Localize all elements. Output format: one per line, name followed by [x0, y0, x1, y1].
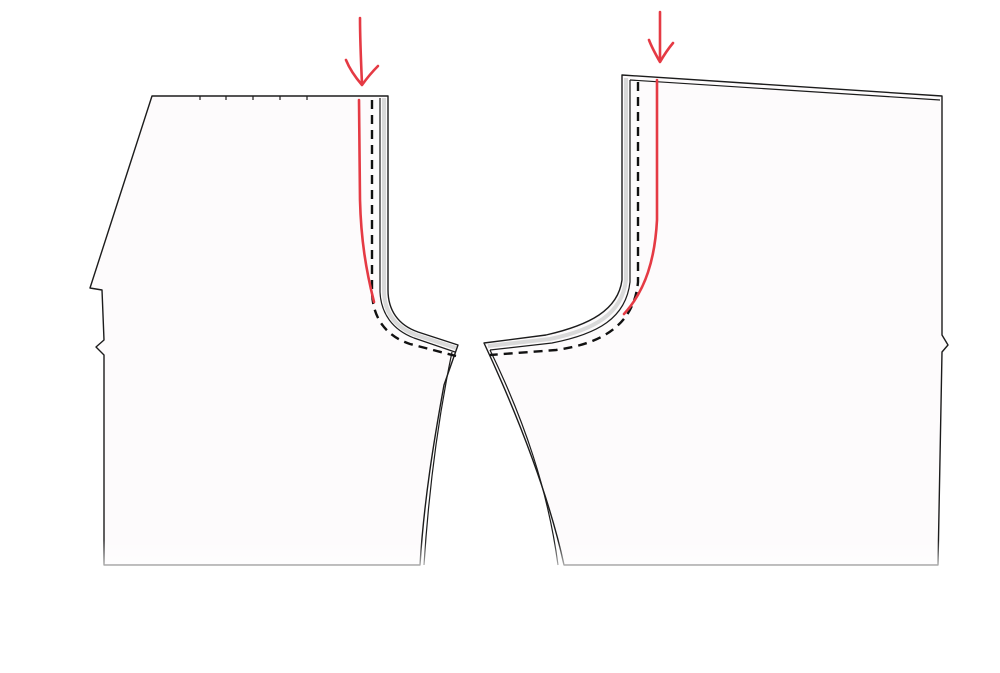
- front-red-marker-line: [357, 98, 376, 304]
- back-arrow-icon: [647, 10, 675, 64]
- back-seam-line-inner: [489, 80, 631, 351]
- bottom-blank: [0, 575, 1000, 673]
- back-piece-outline: [483, 74, 949, 566]
- bottom-fade: [0, 540, 1000, 580]
- front-seam-line-inner: [379, 98, 456, 353]
- back-piece: [483, 10, 949, 566]
- front-stitch-line: [370, 100, 457, 358]
- front-arrow-icon: [344, 16, 380, 87]
- back-waist-inner: [629, 79, 941, 101]
- back-red-marker-line: [622, 78, 659, 316]
- front-piece: [89, 16, 459, 566]
- front-inseam-line: [423, 351, 453, 566]
- back-stitch-line: [489, 82, 640, 357]
- front-seam-allowance: [382, 98, 457, 350]
- back-seam-allowance: [487, 78, 628, 348]
- back-inseam-line: [489, 349, 559, 566]
